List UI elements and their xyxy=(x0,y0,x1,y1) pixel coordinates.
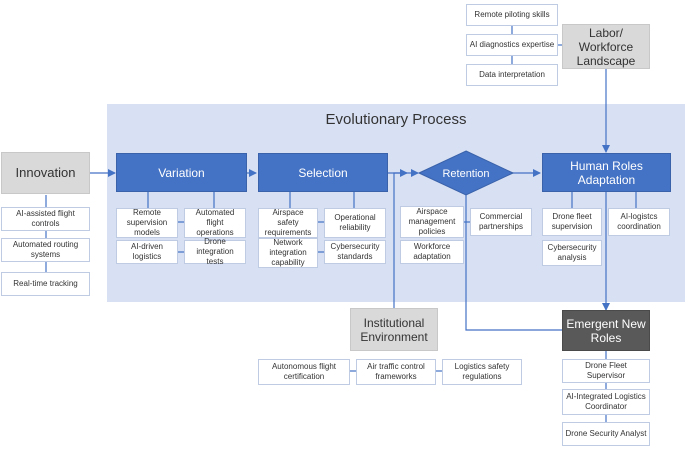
selection-item: Network integration capability xyxy=(258,238,318,268)
retention-item: Airspace management policies xyxy=(400,206,464,238)
emergent-role-item: Drone Fleet Supervisor xyxy=(562,359,650,383)
labor-item: Data interpretation xyxy=(466,64,558,86)
labor-item: AI diagnostics expertise xyxy=(466,34,558,56)
innovation-item: AI-assisted flight controls xyxy=(1,207,90,231)
edge-institutional-selection xyxy=(393,169,408,308)
selection-node: Selection xyxy=(258,153,388,192)
human-roles-adaptation-node: Human Roles Adaptation xyxy=(542,153,671,192)
selection-item: Cybersecurity standards xyxy=(324,240,386,264)
edge-emergent-retention xyxy=(465,193,562,331)
labor-item: Remote piloting skills xyxy=(466,4,558,26)
retention-node: Retention xyxy=(418,150,514,196)
human-roles-item: Drone fleet supervision xyxy=(542,208,602,236)
human-roles-item: AI-logistcs coordination xyxy=(608,208,670,236)
institutional-item: Autonomous flight certification xyxy=(258,359,350,385)
institutional-item: Logistics safety regulations xyxy=(442,359,522,385)
emergent-role-item: AI-Integrated Logistics Coordinator xyxy=(562,389,650,415)
selection-item: Airspace safety requirements xyxy=(258,208,318,238)
emergent-new-roles-node: Emergent New Roles xyxy=(562,310,650,351)
labor-workforce-landscape-node: Labor/ Workforce Landscape xyxy=(562,24,650,69)
innovation-item: Real-time tracking xyxy=(1,272,90,296)
human-roles-item: Cybersecurity analysis xyxy=(542,240,602,266)
innovation-node: Innovation xyxy=(1,152,90,194)
retention-label: Retention xyxy=(442,168,489,180)
retention-item: Commercial partnerships xyxy=(470,208,532,236)
emergent-role-item: Drone Security Analyst xyxy=(562,422,650,446)
innovation-item: Automated routing systems xyxy=(1,238,90,262)
institutional-environment-node: Institutional Environment xyxy=(350,308,438,351)
evolutionary-process-region xyxy=(107,104,685,302)
variation-item: AI-driven logistics xyxy=(116,240,178,264)
variation-item: Remote supervision models xyxy=(116,208,178,238)
variation-item: Drone integration tests xyxy=(184,237,246,266)
variation-item: Automated flight operations xyxy=(184,208,246,238)
selection-item: Operational reliability xyxy=(324,208,386,238)
variation-node: Variation xyxy=(116,153,247,192)
institutional-item: Air traffic control frameworks xyxy=(356,359,436,385)
diagram-title: Evolutionary Process xyxy=(325,111,467,128)
retention-item: Workforce adaptation xyxy=(400,240,464,264)
